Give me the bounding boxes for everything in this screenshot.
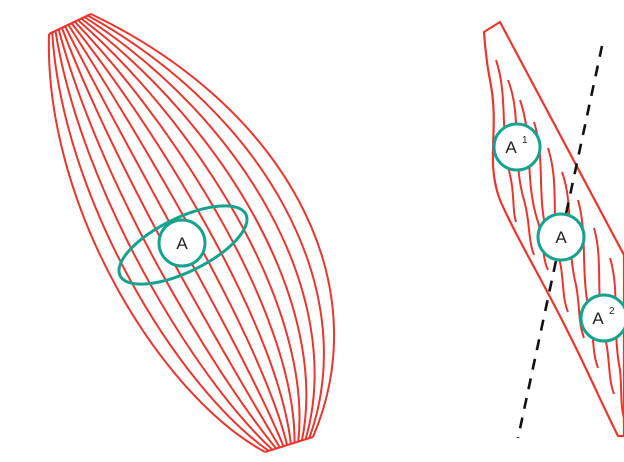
label-a-marker: A: [159, 220, 205, 266]
pennate-muscle: A 1 A A 2: [484, 22, 624, 438]
muscle-fiber: [91, 14, 334, 437]
label-a-right-marker: A: [538, 214, 584, 260]
label-a-right-text: A: [555, 228, 567, 247]
label-a1-text: A: [505, 138, 517, 157]
label-a2-superscript: 2: [609, 306, 615, 317]
label-a-text: A: [176, 234, 188, 253]
muscle-fiber: [88, 16, 324, 439]
label-a2-text: A: [592, 309, 604, 328]
label-a1-circle: [494, 124, 540, 170]
label-a1-marker: A 1: [494, 124, 540, 170]
label-a2-marker: A 2: [581, 295, 624, 341]
label-a1-superscript: 1: [522, 135, 528, 146]
fusiform-muscle: A: [49, 14, 334, 452]
